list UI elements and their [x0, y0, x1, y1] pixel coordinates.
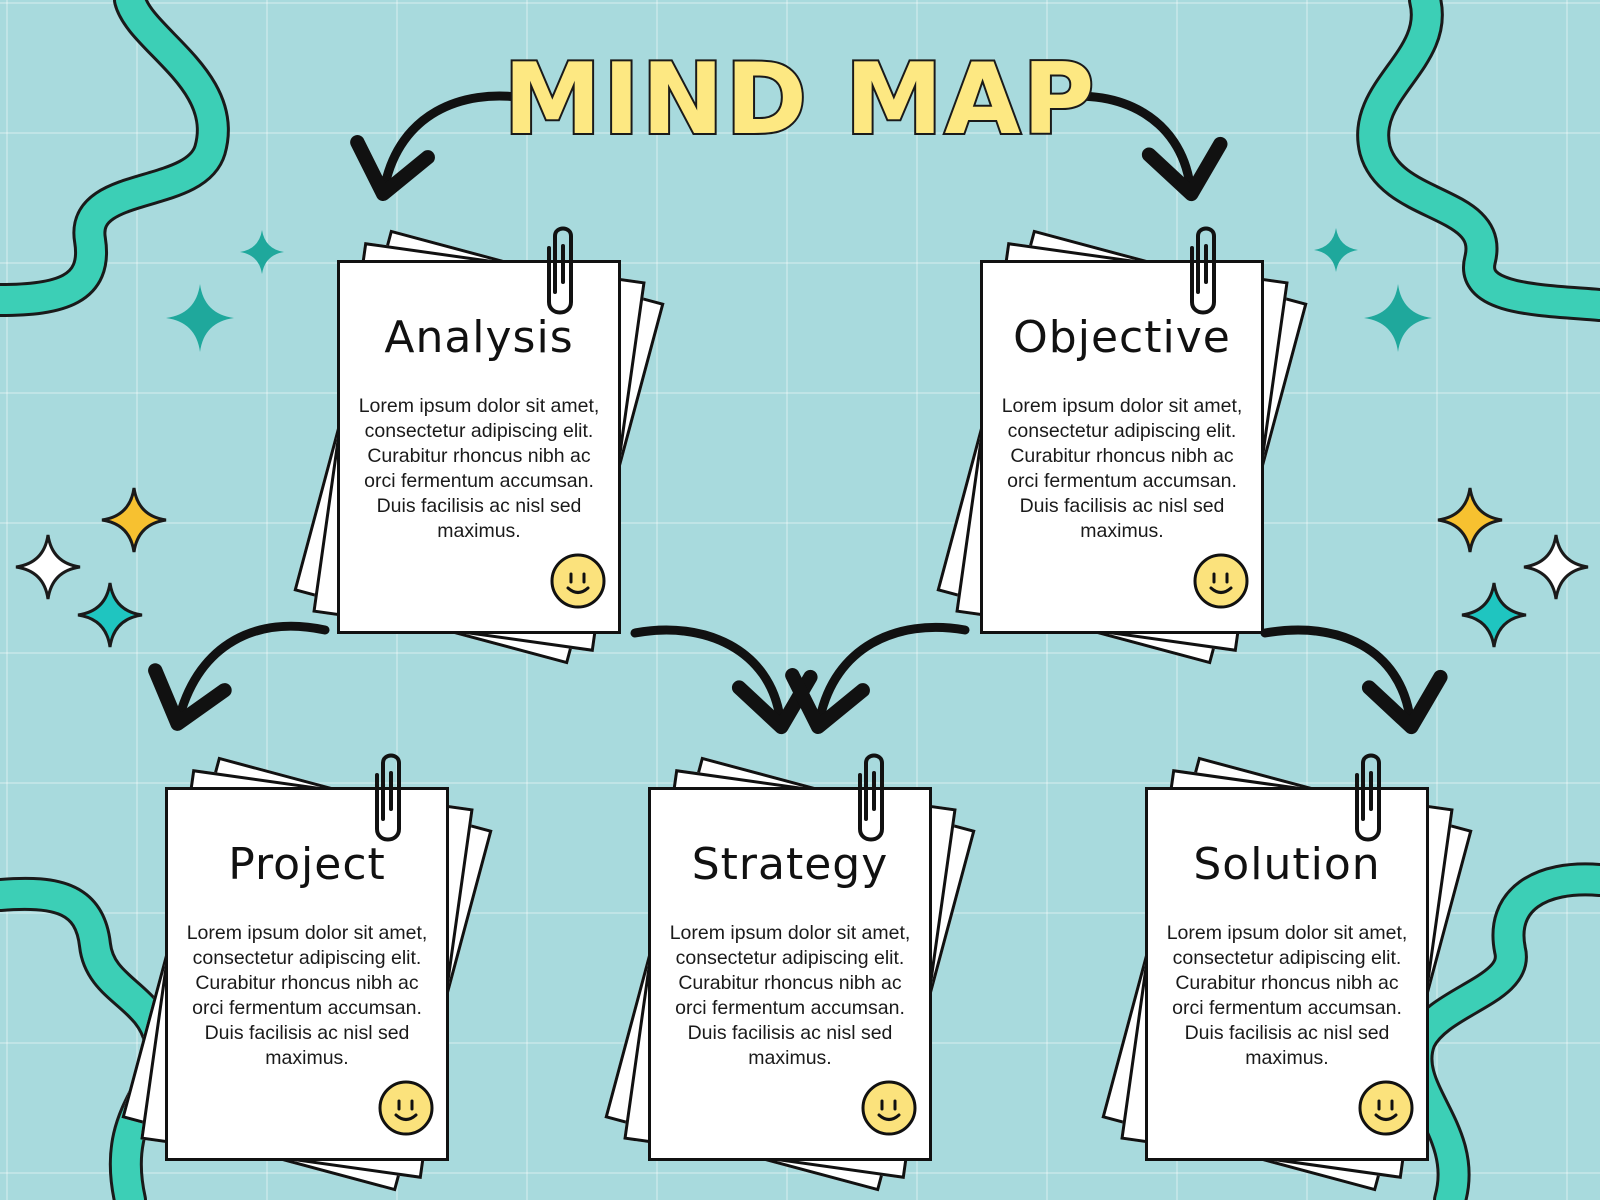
paperclip-icon	[375, 753, 401, 842]
arrow-analysis-to-project	[148, 621, 330, 731]
arrow-analysis-to-strategy	[630, 625, 818, 735]
card-analysis: Analysis Lorem ipsum dolor sit amet, con…	[293, 226, 665, 665]
smiley-icon	[378, 1080, 434, 1136]
card-body: Lorem ipsum dolor sit amet, consectetur …	[186, 922, 428, 1069]
card-body: Lorem ipsum dolor sit amet, consectetur …	[669, 922, 911, 1069]
smiley-icon	[861, 1080, 917, 1136]
page-title: MIND MAP	[502, 41, 1097, 159]
smiley-icon	[550, 553, 606, 609]
sparkle-icon	[166, 284, 234, 352]
sparkle-icon	[240, 230, 284, 274]
paperclip-icon	[547, 226, 573, 315]
arrow-title-to-analysis	[350, 91, 530, 201]
card-strategy: Strategy Lorem ipsum dolor sit amet, con…	[604, 753, 976, 1192]
card-project: Project Lorem ipsum dolor sit amet, cons…	[121, 753, 493, 1192]
smiley-icon	[1193, 553, 1249, 609]
card-body: Lorem ipsum dolor sit amet, consectetur …	[358, 395, 600, 542]
sparkle-icon	[15, 534, 81, 600]
card-title: Objective	[1013, 312, 1231, 363]
card-body: Lorem ipsum dolor sit amet, consectetur …	[1001, 395, 1243, 542]
sparkle-icon	[1314, 228, 1358, 272]
sparkle-icon	[1461, 582, 1527, 648]
card-solution: Solution Lorem ipsum dolor sit amet, con…	[1101, 753, 1473, 1192]
card-title: Project	[228, 839, 386, 890]
card-objective: Objective Lorem ipsum dolor sit amet, co…	[936, 226, 1308, 665]
card-title: Solution	[1193, 839, 1381, 890]
arrow-objective-to-strategy	[785, 622, 970, 734]
sparkle-icon	[1364, 284, 1432, 352]
smiley-icon	[1358, 1080, 1414, 1136]
card-title: Analysis	[384, 312, 574, 363]
paperclip-icon	[858, 753, 884, 842]
sparkle-icon	[101, 487, 167, 553]
card-body: Lorem ipsum dolor sit amet, consectetur …	[1166, 922, 1408, 1069]
sparkle-icon	[77, 582, 143, 648]
sparkle-icon	[1437, 487, 1503, 553]
paperclip-icon	[1355, 753, 1381, 842]
paperclip-icon	[1190, 226, 1216, 315]
sparkle-icon	[1523, 534, 1589, 600]
arrow-objective-to-solution	[1260, 625, 1448, 735]
arrow-title-to-objective	[1050, 91, 1228, 202]
card-title: Strategy	[691, 839, 889, 890]
